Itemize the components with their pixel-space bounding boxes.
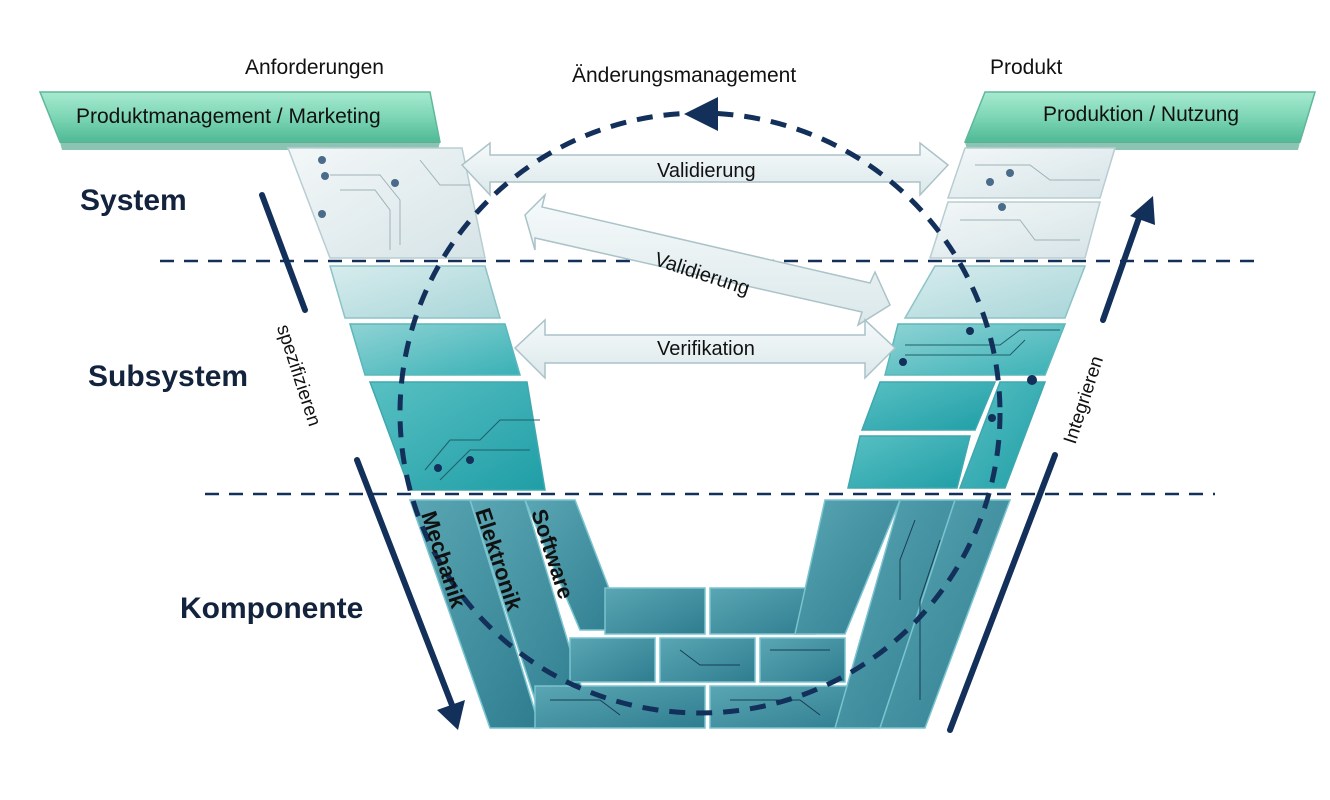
right-subsystem-block-3	[847, 375, 1047, 489]
label-aenderungsmanagement: Änderungsmanagement	[572, 64, 797, 87]
top-right-bar	[963, 91, 1317, 150]
cycle-arrowhead-icon	[684, 97, 718, 131]
right-subsystem-block-1	[903, 265, 1087, 319]
label-produktion-nutzung: Produktion / Nutzung	[1043, 103, 1240, 126]
arrow-validierung-diagonal	[524, 192, 891, 327]
right-system-block	[928, 147, 1117, 259]
component-trough	[408, 499, 1012, 729]
right-subsystem-block-2	[884, 323, 1067, 376]
label-produktmanagement: Produktmanagement / Marketing	[76, 105, 381, 128]
integrieren-arrow-icon	[947, 196, 1155, 733]
label-anforderungen: Anforderungen	[245, 56, 384, 79]
left-system-block	[286, 147, 486, 259]
left-subsystem-block-2	[348, 323, 522, 376]
arrow-validierung-top	[460, 141, 950, 197]
level-subsystem: Subsystem	[88, 360, 249, 393]
level-komponente: Komponente	[180, 592, 364, 625]
label-verifikation: Verifikation	[657, 338, 755, 360]
change-management-cycle	[397, 97, 1003, 716]
arrow-verifikation	[513, 318, 897, 380]
spezifizieren-arrow-icon	[259, 192, 465, 730]
left-subsystem-block-3	[368, 381, 546, 491]
left-subsystem-block-1	[329, 265, 501, 319]
label-produkt: Produkt	[990, 56, 1063, 79]
level-system: System	[80, 184, 187, 217]
label-validierung-top: Validierung	[657, 160, 756, 182]
